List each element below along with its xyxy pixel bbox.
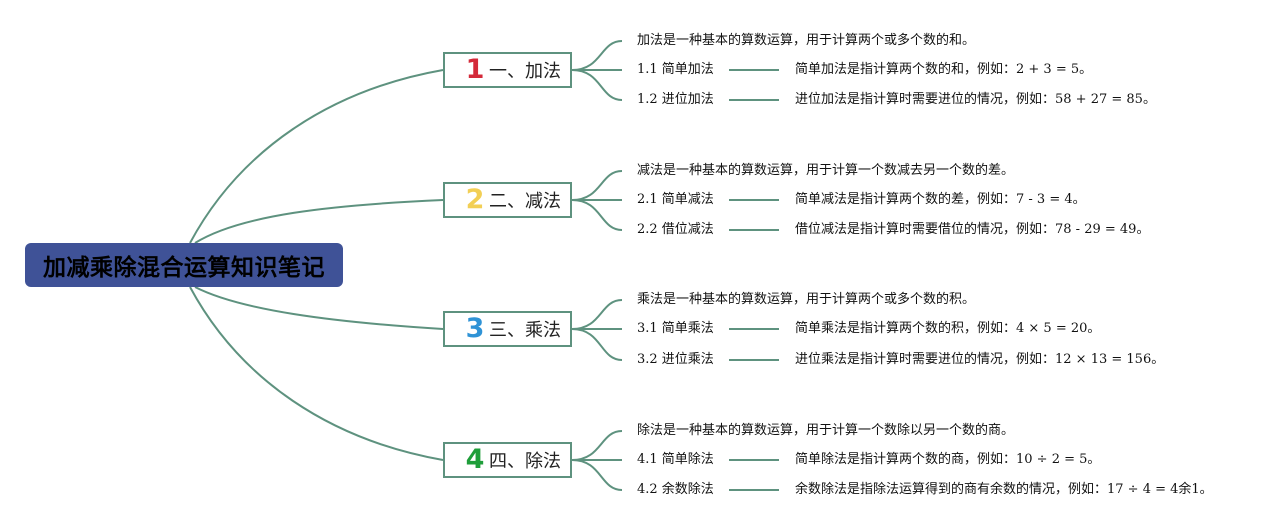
addition-description[interactable]: 加法是一种基本的算数运算，用于计算两个或多个数的和。 xyxy=(637,33,976,48)
branch-label: 四、除法 xyxy=(489,451,561,472)
root-connector-3 xyxy=(194,286,444,330)
subtraction-sub-2-text[interactable]: 借位减法是指计算时需要借位的情况，例如：78 - 29 = 49。 xyxy=(795,222,1150,237)
subtraction-sub-1-text[interactable]: 简单减法是指计算两个数的差，例如：7 - 3 = 4。 xyxy=(795,192,1086,207)
branch-label: 一、加法 xyxy=(489,61,561,82)
division-description[interactable]: 除法是一种基本的算数运算，用于计算一个数除以另一个数的商。 xyxy=(637,423,1015,438)
multiplication-sub-1-name[interactable]: 3.1 简单乘法 xyxy=(637,321,714,336)
root-connector-1 xyxy=(189,69,444,244)
addition-sub-2-name[interactable]: 1.2 进位加法 xyxy=(637,92,714,107)
branch-node-subtraction[interactable]: 2 二、减法 xyxy=(443,182,572,218)
subtraction-sub-1-name[interactable]: 2.1 简单减法 xyxy=(637,192,714,207)
addition-sub-1-name[interactable]: 1.1 简单加法 xyxy=(637,62,714,77)
number-badge-4: 4 xyxy=(465,444,485,475)
division-sub-2-text[interactable]: 余数除法是指除法运算得到的商有余数的情况，例如：17 ÷ 4 = 4余1。 xyxy=(795,482,1213,497)
branch3-fan-bottom xyxy=(571,328,623,361)
root-connector-2 xyxy=(194,199,444,244)
number-badge-3: 3 xyxy=(465,313,485,344)
branch-node-multiplication[interactable]: 3 三、乘法 xyxy=(443,311,572,347)
division-sub-1-name[interactable]: 4.1 简单除法 xyxy=(637,452,714,467)
branch-label: 二、减法 xyxy=(489,191,561,212)
multiplication-sub-1-text[interactable]: 简单乘法是指计算两个数的积，例如：4 × 5 = 20。 xyxy=(795,321,1101,336)
addition-sub-2-text[interactable]: 进位加法是指计算时需要进位的情况，例如：58 + 27 = 85。 xyxy=(795,92,1156,107)
division-sub-2-name[interactable]: 4.2 余数除法 xyxy=(637,482,714,497)
branch3-fan-top xyxy=(571,299,623,330)
branch1-fan-top xyxy=(571,40,623,71)
root-title: 加减乘除混合运算知识笔记 xyxy=(43,255,325,281)
branch1-fan-bottom xyxy=(571,69,623,101)
subtraction-sub-2-name[interactable]: 2.2 借位减法 xyxy=(637,222,714,237)
branch-node-addition[interactable]: 1 一、加法 xyxy=(443,52,572,88)
branch-node-division[interactable]: 4 四、除法 xyxy=(443,442,572,478)
multiplication-description[interactable]: 乘法是一种基本的算数运算，用于计算两个或多个数的积。 xyxy=(637,292,976,307)
branch4-fan-top xyxy=(571,430,623,461)
multiplication-sub-2-name[interactable]: 3.2 进位乘法 xyxy=(637,352,714,367)
addition-sub-1-text[interactable]: 简单加法是指计算两个数的和，例如：2 + 3 = 5。 xyxy=(795,62,1093,77)
root-node[interactable]: 加减乘除混合运算知识笔记 xyxy=(25,243,343,287)
branch2-fan-top xyxy=(571,170,623,201)
number-badge-2: 2 xyxy=(465,184,485,215)
division-sub-1-text[interactable]: 简单除法是指计算两个数的商，例如：10 ÷ 2 = 5。 xyxy=(795,452,1101,467)
branch-label: 三、乘法 xyxy=(489,320,561,341)
number-badge-1: 1 xyxy=(465,54,485,85)
branch4-fan-bottom xyxy=(571,459,623,491)
branch2-fan-bottom xyxy=(571,199,623,231)
subtraction-description[interactable]: 减法是一种基本的算数运算，用于计算一个数减去另一个数的差。 xyxy=(637,163,1015,178)
multiplication-sub-2-text[interactable]: 进位乘法是指计算时需要进位的情况，例如：12 × 13 = 156。 xyxy=(795,352,1165,367)
root-connector-4 xyxy=(189,286,444,461)
